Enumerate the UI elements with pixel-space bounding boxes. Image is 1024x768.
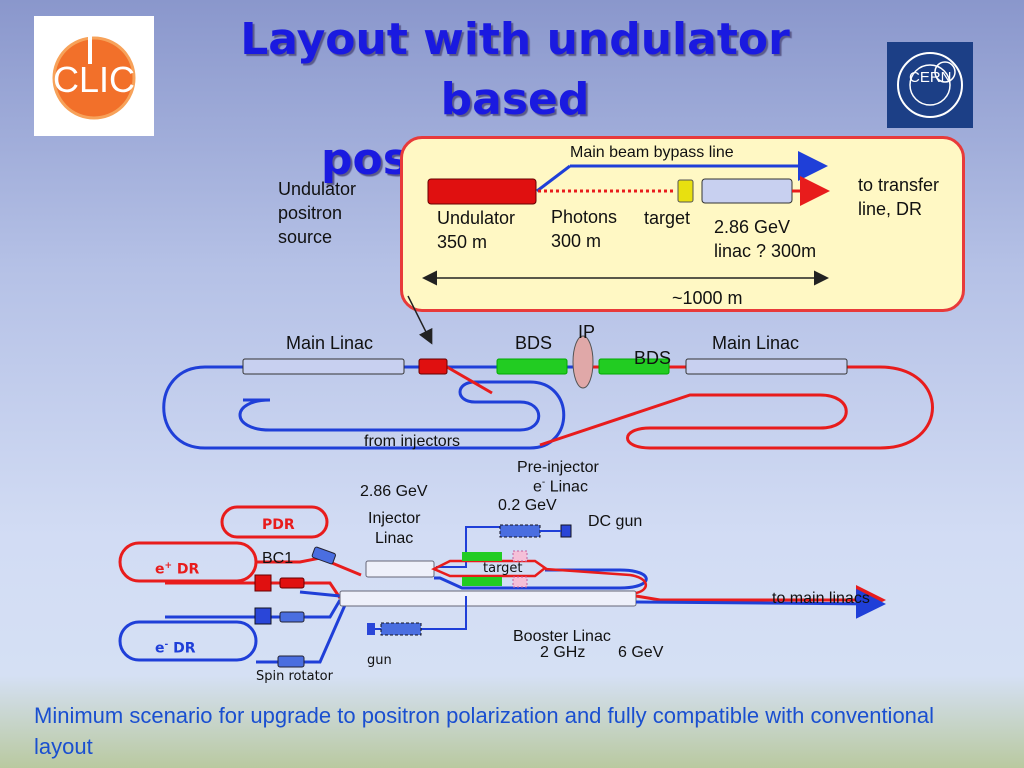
capture-green-top bbox=[462, 552, 502, 561]
to-transfer-label: to transfer bbox=[858, 175, 940, 195]
pdr-ring bbox=[220, 505, 329, 539]
bds-right-block bbox=[598, 358, 670, 375]
eminus-line-bot bbox=[256, 604, 347, 664]
right-positron-loop bbox=[539, 365, 934, 450]
injector-link bbox=[299, 590, 341, 598]
inset-linac-length: linac ? 300m bbox=[714, 241, 817, 261]
gun-linac-dashed bbox=[380, 622, 422, 636]
total-length-label: ~1000 m bbox=[672, 288, 743, 308]
eplus-block-red bbox=[254, 574, 272, 592]
main-linac-left-label: Main Linac bbox=[286, 333, 374, 353]
to-main-linacs-blue bbox=[635, 588, 886, 619]
booster-path bbox=[436, 526, 500, 568]
clic-logo-text: CLIC bbox=[53, 59, 135, 100]
footer-caption: Minimum scenario for upgrade to positron… bbox=[34, 703, 935, 759]
inset-linac-energy: 2.86 GeV bbox=[714, 217, 791, 237]
ip-label: IP bbox=[578, 322, 596, 342]
undulator-block bbox=[427, 178, 537, 205]
injector-linac-label-1: Injector bbox=[368, 510, 421, 527]
pointer-arrow bbox=[407, 295, 433, 345]
inset-photons-length: 300 m bbox=[551, 231, 602, 251]
from-injectors-label: from injectors bbox=[364, 433, 461, 450]
bds-right-label: BDS bbox=[634, 348, 672, 368]
to-main-linacs-red bbox=[635, 585, 886, 615]
ip-detector bbox=[572, 335, 594, 389]
spin-rotator-block bbox=[277, 655, 305, 668]
booster-linac-label: Booster Linac bbox=[513, 628, 611, 645]
inset-photons-label: Photons bbox=[551, 207, 618, 227]
target-pink-top bbox=[512, 550, 528, 562]
capture-green-bot bbox=[462, 577, 502, 586]
main-linac-right-label: Main Linac bbox=[712, 333, 800, 353]
inset-undulator-label: Undulator bbox=[437, 208, 516, 228]
eminus-block-blue bbox=[254, 607, 272, 625]
eplus-line-bc bbox=[165, 581, 342, 599]
to-transfer-label-2: line, DR bbox=[858, 199, 923, 219]
injector-linac-block bbox=[365, 560, 435, 578]
bds-left-block bbox=[496, 358, 568, 375]
target-red-loop bbox=[431, 559, 548, 578]
dc-gun-label: DC gun bbox=[588, 513, 643, 530]
pre-injector-label: Pre-injector bbox=[517, 459, 599, 476]
gun-label: gun bbox=[367, 653, 392, 668]
positron-feed bbox=[446, 365, 493, 395]
e-linac-label: e- Linac bbox=[533, 477, 588, 496]
booster-red-input bbox=[544, 567, 647, 595]
eminus-block-blue-2 bbox=[279, 611, 305, 623]
spin-rotator-label: Spin rotator bbox=[256, 669, 333, 684]
eminus-line-top bbox=[165, 599, 342, 619]
eplus-line-top bbox=[256, 556, 362, 577]
bypass-label: Main beam bypass line bbox=[570, 144, 734, 161]
booster-linac-block bbox=[339, 590, 637, 607]
undulator-small-block bbox=[418, 358, 448, 375]
eminus-dr-label: e- DR bbox=[155, 640, 196, 657]
to-main-linacs-label: to main linacs bbox=[772, 590, 870, 607]
gun-block bbox=[367, 623, 375, 635]
bypass-line bbox=[536, 164, 571, 193]
eplus-block-red-2 bbox=[279, 577, 305, 589]
target-block bbox=[677, 179, 694, 203]
cern-logo-text: CERN bbox=[909, 69, 952, 86]
target-pink-bot bbox=[512, 576, 528, 588]
und-source-label-2: positron bbox=[278, 203, 343, 223]
bds-left-label: BDS bbox=[515, 333, 553, 353]
injector-target-label: target bbox=[483, 561, 523, 576]
eplus-dr-label: e+ DR bbox=[155, 561, 200, 578]
energy-0-2-label: 0.2 GeV bbox=[498, 497, 557, 514]
injector-linac-label-2: Linac bbox=[375, 530, 414, 547]
booster-freq-label: 2 GHz bbox=[540, 644, 586, 661]
inset-target-label: target bbox=[644, 208, 691, 228]
main-linac-right-block bbox=[685, 358, 848, 375]
pdr-label: PDR bbox=[262, 517, 295, 533]
eminus-dr-ring bbox=[118, 620, 258, 662]
title-line-1: Layout with undulator based bbox=[240, 14, 790, 125]
booster-energy-label: 6 GeV bbox=[618, 644, 664, 661]
cern-logo: CERN bbox=[887, 42, 973, 128]
clic-logo: CLIC bbox=[34, 16, 154, 136]
bc1-block-1 bbox=[311, 546, 336, 565]
main-linac-left-block bbox=[242, 358, 405, 375]
inset-linac-block bbox=[701, 178, 793, 204]
pre-injector-linac bbox=[499, 524, 541, 538]
und-source-label-3: source bbox=[278, 227, 333, 247]
dc-gun-block bbox=[560, 524, 572, 538]
und-source-label-1: Undulator bbox=[278, 179, 357, 199]
energy-2-86-label: 2.86 GeV bbox=[360, 483, 428, 500]
bc1-label: BC1 bbox=[262, 550, 294, 567]
inset-undulator-length: 350 m bbox=[437, 232, 488, 252]
